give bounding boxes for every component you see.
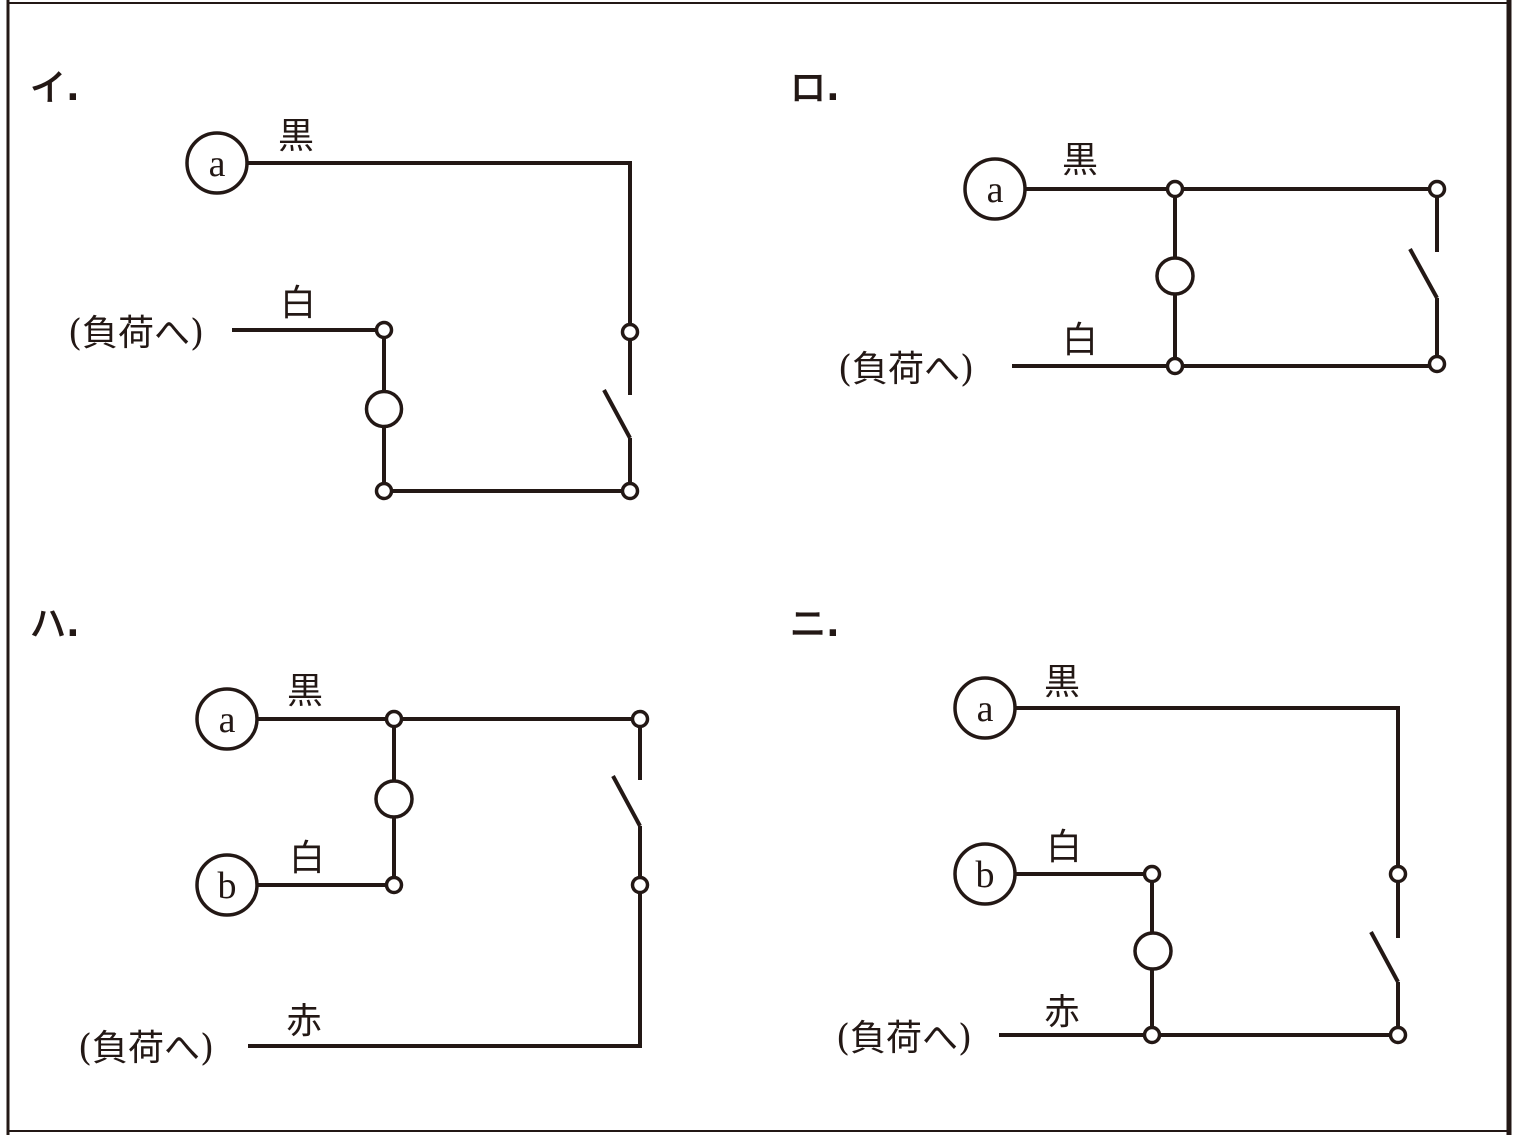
wire-black-label: 黒 xyxy=(1062,140,1098,181)
wire-red-label: 赤 xyxy=(286,1001,322,1042)
wire-white-label: 白 xyxy=(1046,827,1082,868)
option-ro-diagram: ロ. a 黒 白 (負荷へ) xyxy=(790,68,1447,390)
option-ro-label: ロ. xyxy=(790,68,840,109)
to-load-label: (負荷へ) xyxy=(78,1028,214,1069)
source-b-letter: b xyxy=(218,865,237,907)
source-b-letter: b xyxy=(976,854,995,896)
switch-terminal-bottom xyxy=(630,875,650,895)
switch-terminal-bottom xyxy=(1388,1025,1408,1045)
junction-white xyxy=(384,875,404,895)
switch-terminal-bottom xyxy=(620,481,640,501)
option-ni-diagram: ニ. a 黒 b 白 赤 (負荷へ) xyxy=(790,604,1408,1059)
switch-terminal-top xyxy=(630,709,650,729)
junction-top xyxy=(384,709,404,729)
wire-white-label: 白 xyxy=(1062,320,1098,361)
lamp-symbol xyxy=(1133,931,1173,971)
wire-black-label: 黒 xyxy=(287,671,323,712)
option-ni-label: ニ. xyxy=(790,604,840,645)
lamp-symbol xyxy=(364,389,404,429)
switch-terminal-bottom xyxy=(1427,354,1447,374)
option-ha-diagram: ハ. a 黒 b 白 赤 (負荷へ) xyxy=(30,604,650,1069)
wire-black-label: 黒 xyxy=(278,116,314,157)
junction-bottom xyxy=(1165,356,1185,376)
to-load-label: (負荷へ) xyxy=(68,313,204,354)
option-i-diagram: イ. a 黒 (負荷へ) 白 xyxy=(30,68,640,501)
option-i-label: イ. xyxy=(30,68,80,109)
switch-blade xyxy=(611,775,642,827)
source-a-letter: a xyxy=(977,688,994,730)
switch-blade xyxy=(1369,931,1400,983)
source-a-letter: a xyxy=(209,143,226,185)
wire-white-label: 白 xyxy=(289,838,325,879)
switch-blade xyxy=(1408,248,1439,299)
wire-black xyxy=(247,161,632,323)
junction-top xyxy=(374,320,394,340)
wire-black xyxy=(1015,706,1400,867)
to-load-label: (負荷へ) xyxy=(838,349,974,390)
lamp-symbol xyxy=(1155,256,1195,296)
wire-black-label: 黒 xyxy=(1044,662,1080,703)
switch-terminal-top xyxy=(1388,864,1408,884)
wire-red-label: 赤 xyxy=(1044,992,1080,1033)
junction-bottom xyxy=(374,481,394,501)
junction-bottom xyxy=(1142,1025,1162,1045)
source-a-letter: a xyxy=(987,169,1004,211)
to-load-label: (負荷へ) xyxy=(836,1018,972,1059)
lamp-symbol xyxy=(374,779,414,819)
switch-terminal-top xyxy=(620,322,640,342)
source-a-letter: a xyxy=(219,699,236,741)
switch-blade xyxy=(602,389,632,439)
option-ha-label: ハ. xyxy=(30,604,80,645)
wire-white-label: 白 xyxy=(280,283,316,324)
switch-terminal-top xyxy=(1427,179,1447,199)
junction-white xyxy=(1142,864,1162,884)
junction-top xyxy=(1165,179,1185,199)
